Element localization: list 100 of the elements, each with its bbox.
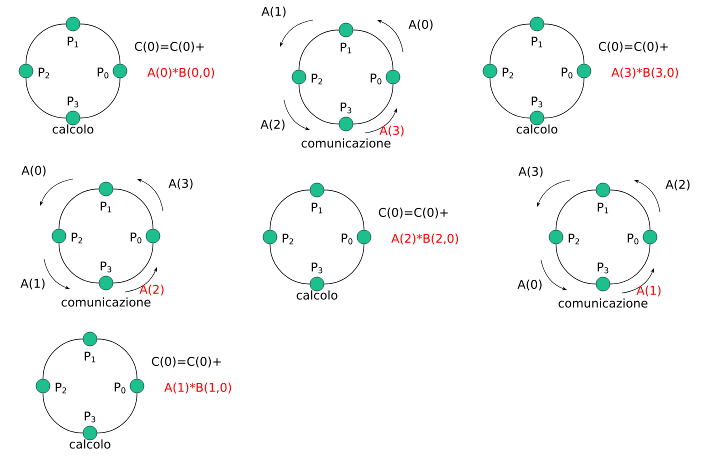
processor-dot [530,16,544,32]
processor-dot [66,16,80,32]
ring-arc [58,242,100,284]
processor-label: P$_{1}$ [532,36,542,48]
ring-arc [324,190,364,230]
ring-arc [42,338,84,380]
processor-label: P$_{2}$ [312,74,322,84]
message-label: A(1) [636,286,661,296]
processor-label: P$_{3}$ [100,262,112,272]
ring-arc [352,30,394,70]
ring-arc [96,338,138,380]
phase-label: comunicazione [302,138,390,148]
formula-label: C(0)=C(0)+ [378,208,448,218]
phase-label: comunicazione [62,297,150,307]
message-label: A(3) [380,126,404,136]
phase-label: calcolo [70,439,110,449]
ring-arc [42,392,84,434]
ring-arc [58,188,100,230]
processor-label: P$_{2}$ [282,234,294,244]
processor-label: P$_{1}$ [100,202,112,212]
ring-arc [80,24,120,64]
processor-dot [146,228,160,244]
processor-label: P$_{0}$ [114,382,126,394]
processor-dot [130,378,144,394]
ring-arc [556,244,596,284]
processor-dot [98,276,114,290]
processor-label: P$_{3}$ [598,262,608,274]
ring-arc [324,244,364,284]
processor-label: P$_{0}$ [130,232,142,244]
message-label: A(3) [518,166,543,178]
ring-arc [270,244,310,284]
processor-label: P$_{3}$ [68,96,78,108]
phase-label: calcolo [516,124,558,134]
message-label: A(0) [518,280,542,290]
processor-label: P$_{3}$ [340,102,352,114]
processor-dot [66,110,80,126]
message-label: A(2) [140,284,164,296]
message-label: A(3) [168,178,193,190]
processor-label: P$_{2}$ [568,234,580,244]
ring-arc [610,244,650,284]
processor-label: P$_{0}$ [98,68,108,78]
message-label: A(1) [262,6,286,18]
processor-dot [18,64,34,78]
message-label: A(2) [666,180,690,190]
processor-dot [596,276,610,292]
processor-label: P$_{3}$ [532,96,542,108]
ring-arc [270,190,310,230]
processor-dot [82,332,98,346]
message-label: A(1) [20,278,45,290]
processor-dot [356,230,372,244]
processor-label: P$_{1}$ [68,36,78,48]
processor-dot [262,230,278,244]
processor-dot [82,426,98,440]
message-label: A(0) [22,166,46,176]
message-label: A(2) [260,120,285,130]
processor-dot [112,64,128,78]
formula-label: C(0)=C(0)+ [152,356,221,368]
processor-dot [338,116,354,132]
ring-arc [298,84,340,124]
formula-label: A(2)*B(2,0) [391,234,458,244]
processor-dot [310,182,324,198]
processor-dot [530,110,544,126]
processor-label: P$_{2}$ [72,232,82,244]
phase-label: comunicazione [558,298,648,308]
processor-dot [576,64,592,78]
processor-label: P$_{3}$ [312,262,322,274]
formula-label: A(0)*B(0,0) [147,68,214,78]
ring-arc [80,78,120,118]
processor-label: P$_{0}$ [628,234,638,244]
processor-dot [292,70,306,84]
ring-arc [544,78,584,118]
ring-arc [112,188,154,230]
processor-dot [642,230,658,244]
ring-arc [112,242,154,284]
ring-arc [26,24,66,64]
processor-dot [338,22,354,38]
message-label: A(0) [408,20,433,30]
processor-label: P$_{0}$ [562,68,572,78]
processor-label: P$_{1}$ [598,202,608,214]
processor-label: P$_{1}$ [84,352,96,362]
processor-dot [52,228,66,244]
phase-label: calcolo [296,290,338,300]
processor-dot [36,378,50,394]
phase-label: calcolo [52,124,94,134]
ring-arc [610,190,650,230]
ring-arc [544,24,584,64]
ring-arc [26,78,66,118]
processor-dot [98,182,114,196]
formula-label: C(0)=C(0)+ [134,42,204,52]
processor-label: P$_{1}$ [340,42,352,54]
processor-label: P$_{0}$ [370,74,382,84]
processor-dot [310,276,324,292]
ring-arc [352,84,394,124]
ring-arc [490,24,530,64]
formula-label: C(0)=C(0)+ [598,42,668,52]
processor-label: P$_{3}$ [84,412,96,422]
processor-label: P$_{0}$ [342,234,352,244]
formula-label: A(1)*B(1,0) [164,382,232,394]
ring-arc [298,30,340,70]
processor-label: P$_{2}$ [56,382,66,394]
